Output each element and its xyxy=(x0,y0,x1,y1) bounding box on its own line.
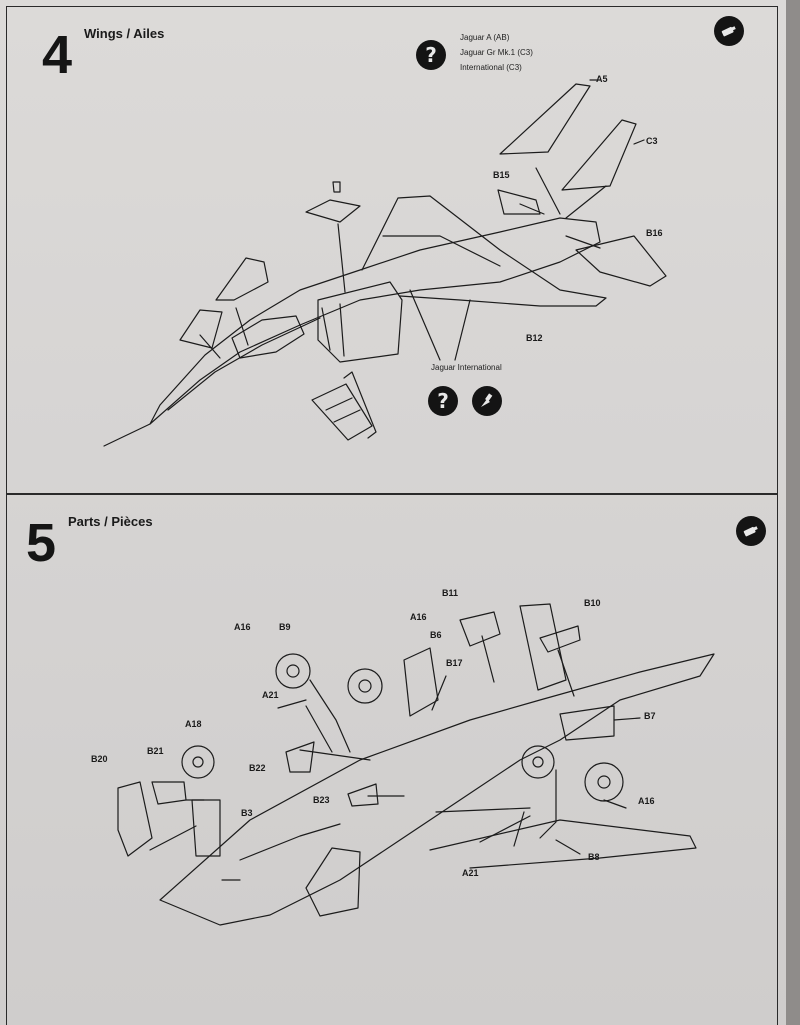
part-label: B17 xyxy=(446,658,463,668)
part-label: B8 xyxy=(588,852,600,862)
part-label: A5 xyxy=(596,74,608,84)
part-label: A16 xyxy=(638,796,655,806)
international-note: Jaguar International xyxy=(431,363,502,372)
step-5-panel xyxy=(6,494,778,1025)
part-label: A21 xyxy=(262,690,279,700)
part-label: B9 xyxy=(279,622,291,632)
glue-tube-icon xyxy=(714,16,744,46)
part-label: B15 xyxy=(493,170,510,180)
part-label: B3 xyxy=(241,808,253,818)
part-label: A16 xyxy=(410,612,427,622)
step-4-number: 4 xyxy=(42,25,73,85)
question-icon: ? xyxy=(416,40,446,70)
step-4-title: Wings / Ailes xyxy=(84,26,165,41)
version-note-intl: International (C3) xyxy=(460,63,522,72)
part-label: B6 xyxy=(430,630,442,640)
part-label: C3 xyxy=(646,136,658,146)
part-label: B10 xyxy=(584,598,601,608)
paint-brush-icon xyxy=(472,386,502,416)
glue-tube-icon xyxy=(736,516,766,546)
question-icon: ? xyxy=(428,386,458,416)
part-label: A16 xyxy=(234,622,251,632)
part-label: B22 xyxy=(249,763,266,773)
step-5-title: Parts / Pièces xyxy=(68,514,153,529)
part-label: B11 xyxy=(442,588,459,598)
step-5-number: 5 xyxy=(26,513,57,573)
part-label: A18 xyxy=(185,719,202,729)
part-label: A21 xyxy=(462,868,479,878)
part-label: B7 xyxy=(644,711,656,721)
step-4-fuselage-drawing xyxy=(103,79,667,447)
version-note-gr: Jaguar Gr Mk.1 (C3) xyxy=(460,48,533,57)
step-4-panel xyxy=(6,6,778,494)
part-label: B16 xyxy=(646,228,663,238)
part-label: B23 xyxy=(313,795,330,805)
step-5-fuselage-drawing xyxy=(117,603,715,926)
part-label: B20 xyxy=(91,754,108,764)
part-label: B21 xyxy=(147,746,164,756)
version-note-a: Jaguar A (AB) xyxy=(460,33,510,42)
part-label: B12 xyxy=(526,333,543,343)
